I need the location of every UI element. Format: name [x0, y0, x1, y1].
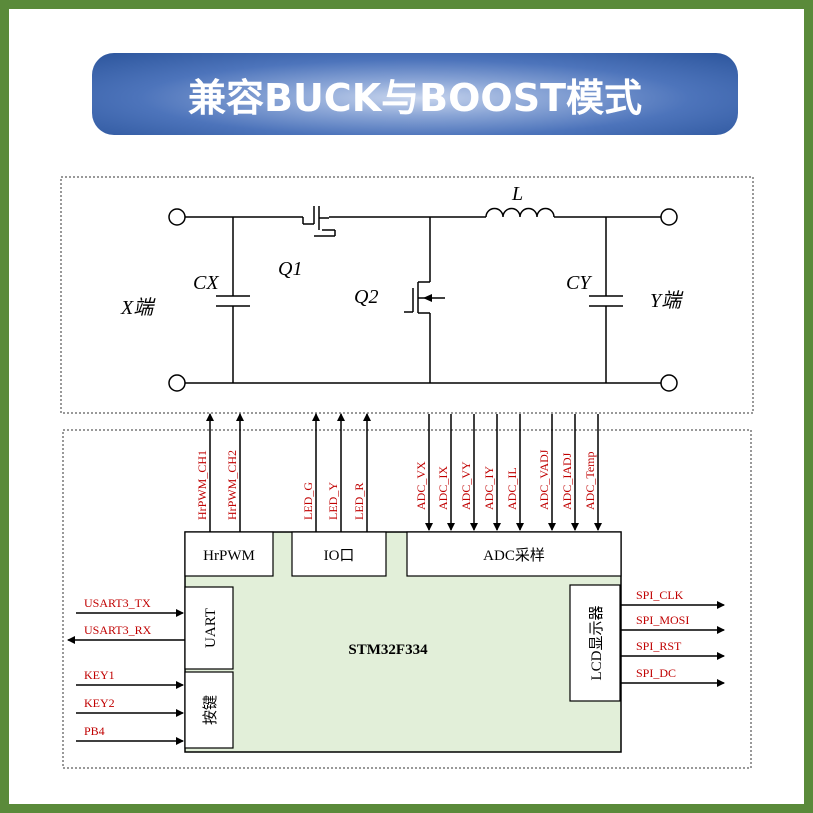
signal-label-spi-mosi: SPI_MOSI — [636, 613, 689, 627]
q2-label: Q2 — [354, 286, 378, 308]
control-box — [62, 429, 752, 769]
signal-label-adc-iadj: ADC_IADJ — [560, 452, 574, 510]
cx-label: CX — [193, 272, 219, 294]
signal-label-adc-vx: ADC_VX — [414, 461, 428, 510]
keys-block — [184, 671, 234, 749]
uart-label: UART — [203, 608, 219, 648]
signal-label-usart3-tx: USART3_TX — [84, 596, 151, 610]
signal-label-led-r: LED_R — [352, 483, 366, 520]
signal-label-adc-ix: ADC_IX — [436, 466, 450, 510]
cy-label: CY — [566, 272, 592, 294]
q1-label: Q1 — [278, 258, 302, 280]
signal-label-key2: KEY2 — [84, 696, 115, 710]
y-terminal-label: Y端 — [650, 290, 684, 312]
signal-label-adc-iy: ADC_IY — [482, 466, 496, 510]
power-stage-box — [60, 176, 754, 414]
signal-label-adc-il: ADC_IL — [505, 467, 519, 510]
signal-label-led-y: LED_Y — [326, 482, 340, 520]
lcd-block — [569, 584, 621, 702]
x-terminal-top — [168, 208, 186, 226]
signal-label-adc-vadj: ADC_VADJ — [537, 449, 551, 510]
q2-arrow — [423, 294, 432, 302]
signal-label-led-g: LED_G — [301, 482, 315, 520]
signal-label-hrpwm-ch1: HrPWM_CH1 — [195, 450, 209, 520]
adc-block — [406, 531, 622, 577]
signal-label-usart3-rx: USART3_RX — [84, 623, 152, 637]
lcd-label: LCD显示器 — [589, 605, 605, 680]
signal-label-adc-vy: ADC_VY — [459, 461, 473, 510]
hrpwm-block — [184, 531, 274, 577]
hrpwm-label: HrPWM — [203, 548, 255, 564]
power-circuit — [168, 206, 678, 392]
x-terminal-label: X端 — [120, 297, 156, 319]
adc-label: ADC采样 — [483, 547, 545, 564]
io-block — [291, 531, 387, 577]
signal-label-adc-temp: ADC_Temp — [583, 452, 597, 511]
signal-label-hrpwm-ch2: HrPWM_CH2 — [225, 450, 239, 520]
y-terminal-top — [660, 208, 678, 226]
signal-label-key1: KEY1 — [84, 668, 115, 682]
signal-label-spi-rst: SPI_RST — [636, 639, 682, 653]
signal-label-spi-clk: SPI_CLK — [636, 588, 684, 602]
y-terminal-bottom — [660, 374, 678, 392]
signal-label-spi-dc: SPI_DC — [636, 666, 676, 680]
inductor-label: L — [511, 183, 523, 205]
page-title: 兼容BUCK与BOOST模式 — [187, 75, 642, 120]
uart-block — [184, 586, 234, 670]
signal-label-pb4: PB4 — [84, 724, 105, 738]
title-banner: 兼容BUCK与BOOST模式 — [92, 53, 738, 135]
x-terminal-bottom — [168, 374, 186, 392]
mcu-name: STM32F334 — [348, 642, 428, 658]
io-label: IO口 — [324, 548, 355, 564]
keys-label: 按键 — [202, 695, 219, 725]
